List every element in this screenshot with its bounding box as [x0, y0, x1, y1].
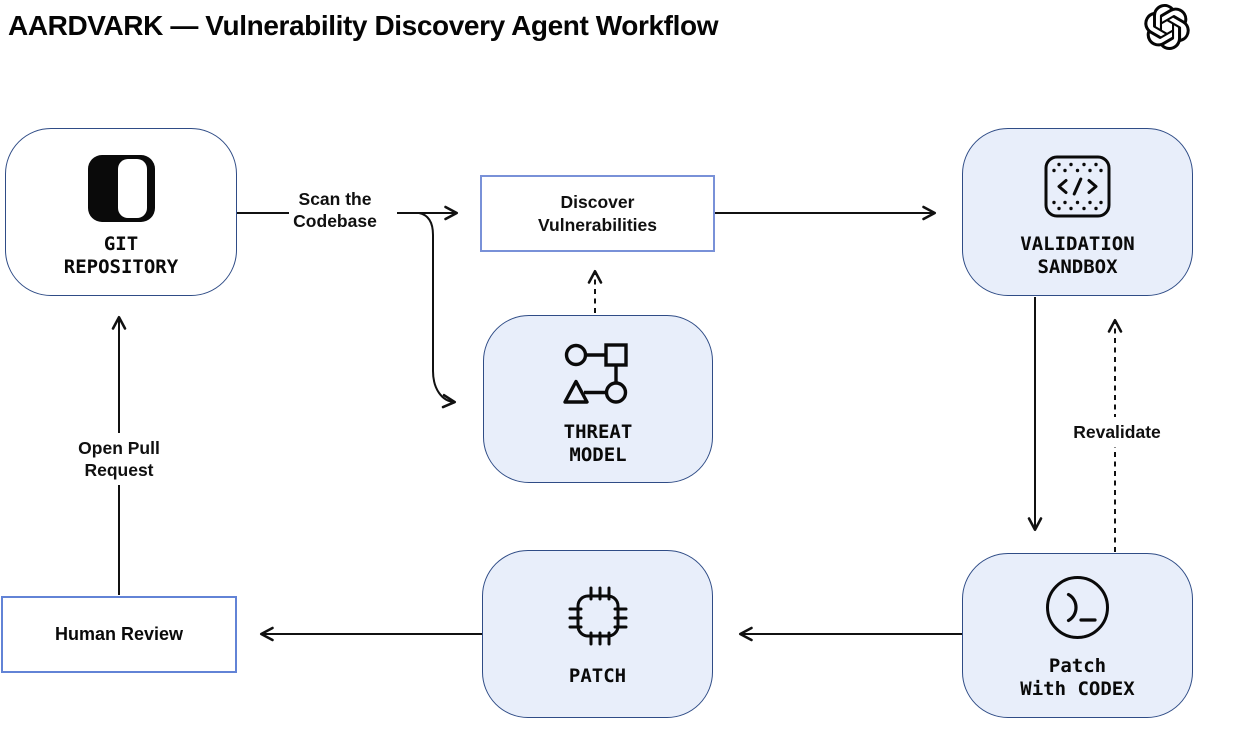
node-patch: PATCH [482, 550, 713, 718]
node-label-line: SANDBOX [1037, 256, 1118, 278]
edge-label-open-pull-request: Open Pull Request [59, 433, 179, 485]
panel-repository-icon [87, 155, 155, 222]
edge-label-line: Revalidate [1073, 422, 1161, 442]
openai-logo-icon [1144, 4, 1190, 50]
edge-label-line: Request [84, 460, 154, 480]
edge-label-line: Codebase [293, 211, 377, 231]
node-label-line: Vulnerabilities [538, 214, 657, 235]
node-label-line: PATCH [568, 665, 627, 687]
edge-label-scan-the-codebase: Scan the Codebase [274, 188, 396, 232]
node-label-line: Discover [560, 191, 635, 212]
page-title: AARDVARK — Vulnerability Discovery Agent… [8, 10, 719, 41]
entity-graph-icon [563, 343, 628, 404]
node-label: GIT REPOSITORY [64, 233, 178, 279]
node-label-line: With CODEX [1020, 678, 1135, 700]
node-validation-sandbox: VALIDATION SANDBOX [962, 128, 1193, 296]
node-git-repository: GIT REPOSITORY [5, 128, 237, 296]
edge-label-line: Open Pull [78, 438, 160, 458]
node-label: THREAT MODEL [564, 421, 633, 467]
node-threat-model: THREAT MODEL [483, 315, 713, 483]
edge-label-line: Scan the [298, 189, 372, 209]
node-label-line: MODEL [569, 444, 627, 466]
node-human-review: Human Review [1, 596, 237, 673]
node-label-line: REPOSITORY [63, 256, 179, 278]
node-patch-with-codex: Patch With CODEX [962, 553, 1193, 718]
node-discover-vulnerabilities: Discover Vulnerabilities [480, 175, 715, 252]
node-label-line: THREAT [563, 421, 633, 443]
node-label: PATCH [569, 665, 626, 688]
edge-branch-to-threat-model [418, 212, 457, 409]
node-label: Patch With CODEX [1020, 655, 1134, 701]
edge-label-revalidate: Revalidate [1057, 417, 1177, 447]
node-label-line: GIT [103, 233, 139, 255]
node-label-line: VALIDATION [1020, 233, 1135, 255]
node-label-line: Patch [1048, 655, 1107, 677]
node-label: VALIDATION SANDBOX [1020, 233, 1134, 279]
node-label: Discover Vulnerabilities [538, 191, 657, 237]
code-sandbox-icon [1044, 155, 1111, 218]
node-label: Human Review [54, 624, 184, 644]
stitched-patch-icon [568, 586, 627, 646]
terminal-prompt-icon [1046, 576, 1109, 639]
